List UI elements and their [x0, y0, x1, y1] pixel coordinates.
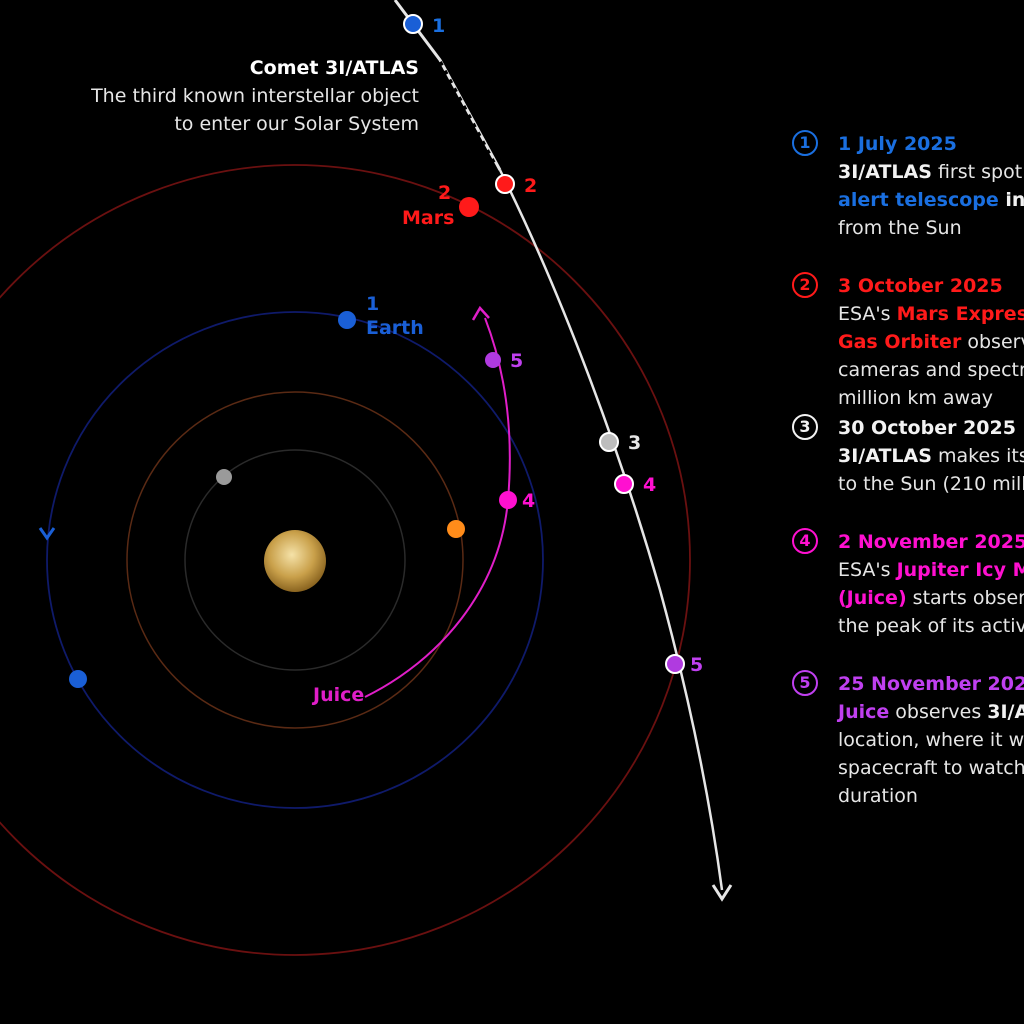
event-number-badge: 1 — [792, 130, 818, 156]
mars-label: Mars — [402, 207, 454, 229]
event-text: spacecraft to watch — [838, 757, 1024, 779]
event-text: Gas Orbiter — [838, 331, 962, 353]
comet-trajectory-arrow-icon — [711, 884, 733, 902]
event-text: first spot — [931, 161, 1023, 183]
event-date: 25 November 2025 — [838, 673, 1024, 695]
event-text: in — [1005, 189, 1024, 211]
mercury-icon — [216, 469, 232, 485]
event-text: location, where it w — [838, 729, 1024, 751]
event-2: 2 3 October 2025 ESA's Mars Express Gas … — [792, 272, 1024, 414]
mars-icon — [459, 197, 479, 217]
comet-point-3 — [599, 432, 619, 452]
event-text: 3I/A — [987, 701, 1024, 723]
juice-trajectory-arrow-icon — [471, 305, 490, 321]
event-number-badge: 3 — [792, 414, 818, 440]
event-number-badge: 4 — [792, 528, 818, 554]
juice-number-4: 4 — [522, 490, 535, 512]
earth-icon — [338, 311, 356, 329]
comet-label-3: 3 — [628, 432, 641, 454]
event-text: the peak of its activ — [838, 615, 1024, 637]
juice-trajectory — [364, 317, 511, 698]
event-text: million km away — [838, 387, 993, 409]
earth-orbit-arrow-icon — [38, 527, 56, 541]
comet-point-1 — [403, 14, 423, 34]
event-4: 4 2 November 2025 ESA's Jupiter Icy Mo (… — [792, 528, 1024, 670]
event-date: 2 November 2025 — [838, 531, 1024, 553]
event-text: 3I/ATLAS — [838, 161, 932, 183]
event-text: 3I/ATLAS — [838, 445, 932, 467]
event-text: duration — [838, 785, 918, 807]
event-text: Jupiter Icy Mo — [896, 559, 1024, 581]
earth-orbit — [46, 311, 544, 809]
juice-number-5: 5 — [510, 350, 523, 372]
juice-label: Juice — [311, 684, 364, 706]
event-text: starts observ — [912, 587, 1024, 609]
event-text: alert telescope — [838, 189, 999, 211]
venus-orbit — [126, 391, 464, 729]
event-text: ESA's — [838, 559, 897, 581]
event-text: from the Sun — [838, 217, 962, 239]
comet-subtitle-line1: The third known interstellar object — [91, 85, 419, 107]
event-text: Juice — [838, 701, 890, 723]
comet-point-4 — [614, 474, 634, 494]
event-text: observes — [889, 701, 988, 723]
comet-title: Comet 3I/ATLAS — [249, 57, 419, 79]
event-3: 3 30 October 2025 3I/ATLAS makes its to … — [792, 414, 1024, 528]
venus-icon — [447, 520, 465, 538]
earth-number-label: 1 — [366, 293, 379, 315]
comet-point-5 — [665, 654, 685, 674]
mars-number-label: 2 — [438, 182, 451, 204]
comet-subtitle-line2: to enter our Solar System — [174, 113, 419, 135]
comet-point-2 — [495, 174, 515, 194]
mars-orbit — [0, 164, 691, 956]
event-date: 1 July 2025 — [838, 133, 957, 155]
comet-label-5: 5 — [690, 654, 703, 676]
comet-label-2: 2 — [524, 175, 537, 197]
event-date: 3 October 2025 — [838, 275, 1003, 297]
juice-point-4 — [499, 491, 517, 509]
event-text: ESA's — [838, 303, 897, 325]
event-timeline: 1 1 July 2025 3I/ATLAS first spot alert … — [792, 130, 1024, 812]
comet-trajectory — [498, 169, 724, 891]
event-1: 1 1 July 2025 3I/ATLAS first spot alert … — [792, 130, 1024, 272]
event-text: makes its — [931, 445, 1024, 467]
sun-icon — [264, 530, 326, 592]
mercury-orbit — [184, 449, 406, 671]
juice-point-5 — [485, 352, 501, 368]
event-text: to the Sun (210 milli — [838, 473, 1024, 495]
comet-label-4: 4 — [643, 474, 656, 496]
earth-label: Earth — [366, 317, 424, 339]
event-5: 5 25 November 2025 Juice observes 3I/A l… — [792, 670, 1024, 812]
event-text: (Juice) — [838, 587, 907, 609]
event-number-badge: 5 — [792, 670, 818, 696]
event-date: 30 October 2025 — [838, 417, 1016, 439]
event-text: Mars Express — [896, 303, 1024, 325]
comet-title-block: Comet 3I/ATLAS The third known interstel… — [91, 54, 419, 138]
event-text: observe — [967, 331, 1024, 353]
earth-later-icon — [69, 670, 87, 688]
event-text: cameras and spectro — [838, 359, 1024, 381]
comet-label-1: 1 — [432, 15, 445, 37]
event-number-badge: 2 — [792, 272, 818, 298]
